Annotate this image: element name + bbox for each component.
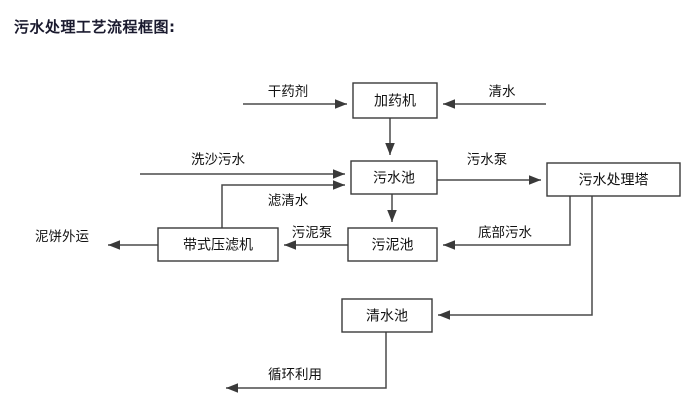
node-sewage-pool[interactable]: 污水池 xyxy=(350,160,438,195)
node-dosing-machine[interactable]: 加药机 xyxy=(352,82,438,119)
edge-label-sand-wash-sewage: 洗沙污水 xyxy=(191,152,245,168)
edge-sludge-pump: 污泥泵 xyxy=(284,225,348,250)
edge-sand-wash-sewage: 洗沙污水 xyxy=(140,152,345,179)
node-label-sludge-pool: 污泥池 xyxy=(372,238,414,254)
edge-sewage-pump: 污水泵 xyxy=(437,152,541,185)
node-label-dosing-machine: 加药机 xyxy=(374,94,416,110)
edge-label-filtered-clear-water: 滤清水 xyxy=(268,193,309,209)
node-label-sewage-pool: 污水池 xyxy=(373,171,415,187)
edge-label-mud-cake-out: 泥饼外运 xyxy=(35,229,89,245)
node-belt-filter-press[interactable]: 带式压滤机 xyxy=(157,227,279,262)
edge-mud-cake-out: 泥饼外运 xyxy=(35,229,158,250)
node-treatment-tower[interactable]: 污水处理塔 xyxy=(546,162,681,197)
node-clear-water-pool[interactable]: 清水池 xyxy=(341,298,433,333)
node-label-treatment-tower: 污水处理塔 xyxy=(579,173,649,189)
edge-label-bottom-sewage: 底部污水 xyxy=(478,225,532,241)
edge-clean-water-in: 清水 xyxy=(443,84,546,109)
edge-dry-chemical-in: 干药剂 xyxy=(243,84,347,109)
node-label-belt-filter-press: 带式压滤机 xyxy=(183,238,253,254)
edge-label-dry-chemical: 干药剂 xyxy=(268,84,309,100)
edge-label-recycle-reuse: 循环利用 xyxy=(268,367,322,383)
node-label-clear-water-pool: 清水池 xyxy=(366,309,408,325)
edge-label-sludge-pump: 污泥泵 xyxy=(292,225,333,241)
edge-label-sewage-pump: 污水泵 xyxy=(467,152,508,168)
edge-bottom-sewage: 底部污水 xyxy=(443,196,571,250)
edge-recycle-reuse: 循环利用 xyxy=(226,332,387,393)
edge-filtered-clear-water: 滤清水 xyxy=(221,180,345,228)
edge-label-clean-water: 清水 xyxy=(489,84,517,100)
node-sludge-pool[interactable]: 污泥池 xyxy=(347,227,438,262)
edge-tower-to-clear-water-pool xyxy=(438,196,593,320)
page-title: 污水处理工艺流程框图: xyxy=(14,18,176,36)
